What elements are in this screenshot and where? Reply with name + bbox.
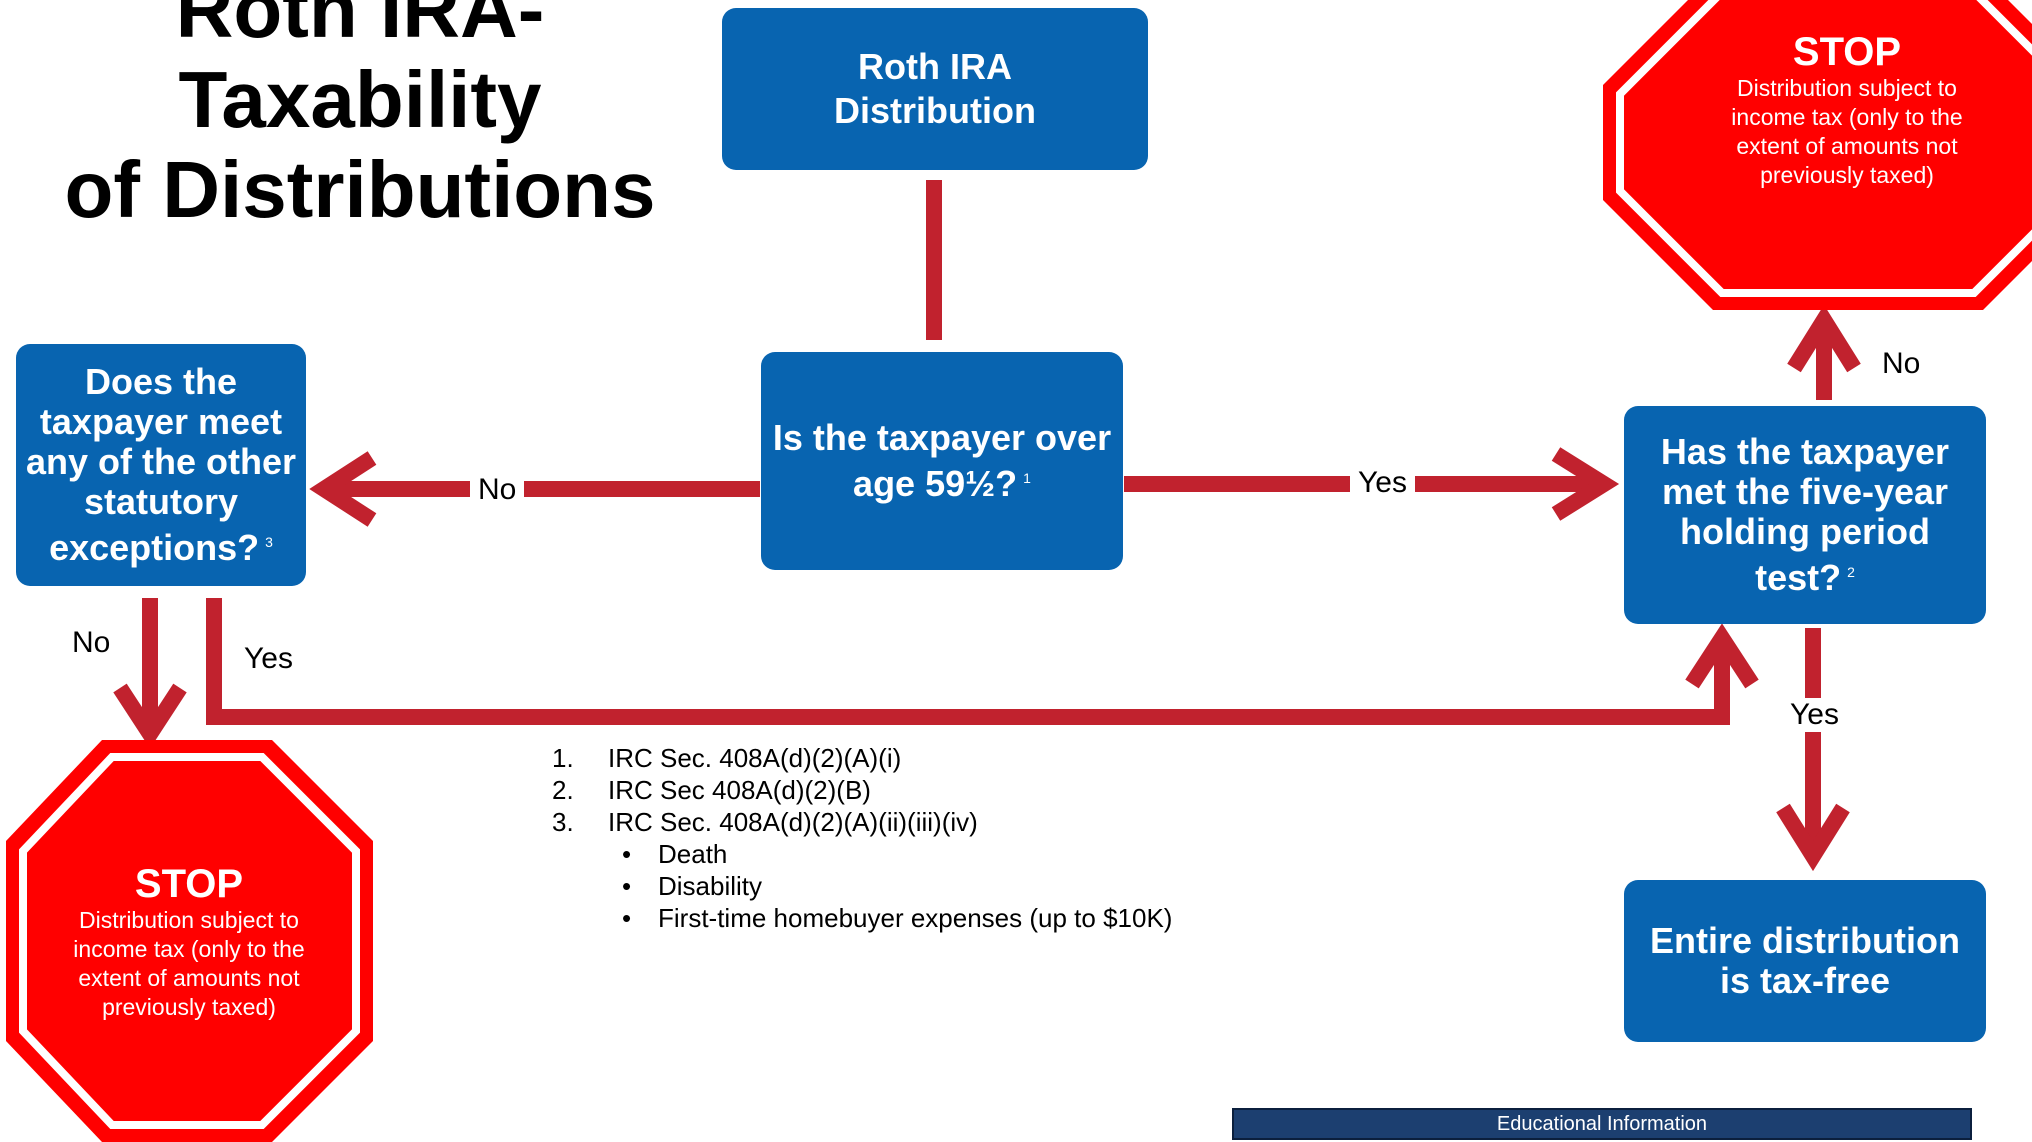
- start-line-1: Roth IRA: [858, 46, 1012, 87]
- tax-free-line-1: Entire distribution: [1650, 920, 1960, 961]
- exceptions-line-3: any of the other: [25, 441, 297, 482]
- exceptions-line-1: Does the: [84, 361, 238, 402]
- connector-exceptions-yes: [206, 598, 1730, 725]
- footnote-row: 3. IRC Sec. 408A(d)(2)(A)(ii)(iii)(iv): [552, 806, 1172, 838]
- stop-bottom-left-line-3: extent of amounts not: [78, 965, 300, 991]
- arrowhead-to-stop-top: [1787, 304, 1861, 373]
- footnote-text: IRC Sec. 408A(d)(2)(A)(i): [608, 743, 902, 773]
- footnote-num: 2.: [552, 775, 574, 805]
- stop-top-right-line-1: Distribution subject to: [1737, 75, 1957, 101]
- footnote-num: 1.: [552, 743, 574, 773]
- footnote-bullet-item: • Death: [552, 838, 1172, 870]
- stop-top-right-heading: STOP: [1792, 30, 1902, 74]
- arrowhead-to-stop-bottom: [113, 683, 187, 749]
- bullet-text: Death: [658, 839, 728, 869]
- stop-top-right-line-3: extent of amounts not: [1736, 133, 1958, 159]
- label-age-yes: Yes: [1350, 466, 1415, 500]
- title-line-1: Roth IRA-Taxability: [175, 0, 545, 144]
- stop-bottom-left-line-1: Distribution subject to: [79, 907, 299, 933]
- footnote-bullet-item: • Disability: [552, 870, 1172, 902]
- footnote-3: 3: [265, 534, 273, 550]
- footnote-row: 2. IRC Sec 408A(d)(2)(B): [552, 774, 1172, 806]
- arrowhead-to-tax-free: [1776, 803, 1850, 872]
- stop-bottom-left-line-2: income tax (only to the: [73, 936, 305, 962]
- start-box: Roth IRA Distribution: [722, 8, 1148, 170]
- stop-top-right-text: STOP Distribution subject to income tax …: [1640, 30, 2032, 190]
- footnote-text: IRC Sec. 408A(d)(2)(A)(ii)(iii)(iv): [608, 807, 978, 837]
- arrowhead-exceptions-yes: [1685, 623, 1759, 689]
- exceptions-line-5-text: exceptions?: [49, 527, 260, 568]
- tax-free-box: Entire distribution is tax-free: [1624, 880, 1986, 1042]
- label-holding-no: No: [1874, 347, 1929, 381]
- educational-info-bar: Educational Information: [1232, 1108, 1972, 1140]
- page-title: Roth IRA-Taxability of Distributions: [20, 0, 700, 235]
- holding-line-3: holding period: [1680, 511, 1930, 552]
- stop-bottom-left-line-4: previously taxed): [102, 994, 276, 1020]
- footnote-1: 1: [1023, 470, 1031, 486]
- bullet-glyph: •: [622, 903, 632, 933]
- stop-top-right-line-2: income tax (only to the: [1731, 104, 1963, 130]
- exceptions-line-4: statutory: [83, 481, 239, 522]
- holding-question-box: Has the taxpayer met the five-year holdi…: [1624, 406, 1986, 624]
- stop-sign-top-right: [1603, 0, 2032, 310]
- stop-bottom-left-heading: STOP: [134, 862, 244, 906]
- tax-free-line-2: is tax-free: [1719, 960, 1891, 1001]
- age-line-2: age 59½? 1: [853, 458, 1031, 504]
- bullet-text: First-time homebuyer expenses (up to $10…: [658, 903, 1173, 933]
- holding-line-4-text: test?: [1755, 557, 1842, 598]
- label-exceptions-yes: Yes: [244, 642, 293, 675]
- exceptions-line-5: exceptions? 3: [49, 522, 273, 568]
- holding-line-4: test? 2: [1755, 552, 1855, 598]
- holding-line-2: met the five-year: [1661, 471, 1949, 512]
- bullet-glyph: •: [622, 839, 632, 869]
- stop-bottom-left-text: STOP Distribution subject to income tax …: [30, 862, 348, 1022]
- bullet-glyph: •: [622, 871, 632, 901]
- footnote-row: 1. IRC Sec. 408A(d)(2)(A)(i): [552, 742, 1172, 774]
- start-line-2: Distribution: [834, 90, 1036, 131]
- footnotes: 1. IRC Sec. 408A(d)(2)(A)(i) 2. IRC Sec …: [552, 742, 1172, 934]
- holding-line-1: Has the taxpayer: [1660, 431, 1950, 472]
- footnote-text: IRC Sec 408A(d)(2)(B): [608, 775, 871, 805]
- exceptions-line-2: taxpayer meet: [39, 401, 283, 442]
- age-question-box: Is the taxpayer over age 59½? 1: [761, 352, 1123, 570]
- exceptions-question-box: Does the taxpayer meet any of the other …: [16, 344, 306, 586]
- footnote-bullet-item: • First-time homebuyer expenses (up to $…: [552, 902, 1172, 934]
- label-age-no: No: [470, 473, 525, 507]
- arrowhead-to-exceptions: [309, 451, 377, 527]
- bullet-text: Disability: [658, 871, 763, 901]
- arrowhead-to-holding: [1551, 447, 1620, 521]
- stop-top-right-line-4: previously taxed): [1760, 162, 1934, 188]
- stop-sign-bottom-left: [6, 740, 373, 1142]
- label-exceptions-no: No: [72, 626, 111, 659]
- age-line-2-text: age 59½?: [853, 463, 1018, 504]
- age-line-1: Is the taxpayer over: [772, 417, 1112, 458]
- footnote-num: 3.: [552, 807, 574, 837]
- label-holding-yes: Yes: [1782, 698, 1847, 732]
- title-line-2: of Distributions: [64, 145, 656, 234]
- footnote-2: 2: [1847, 564, 1855, 580]
